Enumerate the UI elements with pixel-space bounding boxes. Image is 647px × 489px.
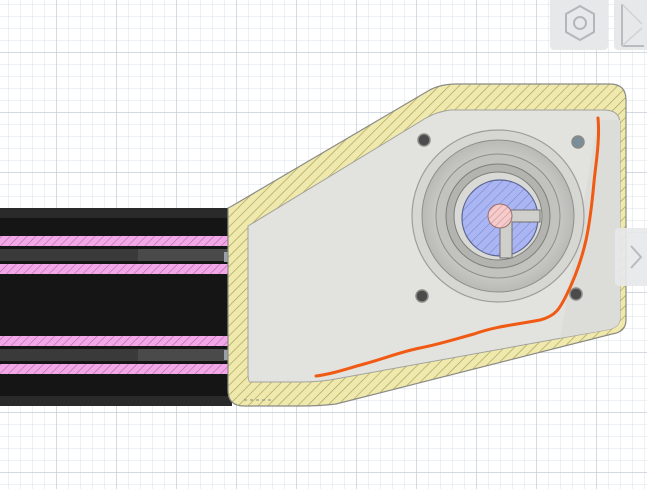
- extrusion-slot-lower-a: [0, 336, 232, 346]
- corner-bracket-icon: [621, 3, 644, 47]
- hexagon-cube-icon: [565, 4, 595, 42]
- aluminium-extrusion[interactable]: [0, 208, 232, 406]
- next-view-button[interactable]: [615, 228, 647, 286]
- chevron-right-icon: [630, 245, 643, 269]
- mount-hole-bottom-right: [569, 287, 583, 301]
- mount-hole-bottom-left: [415, 289, 429, 303]
- mount-hole-top-left: [417, 133, 431, 147]
- mount-hole-top-right: [571, 135, 585, 149]
- extrusion-slot-upper-b: [0, 264, 232, 274]
- shaft-core: [487, 203, 513, 229]
- annotation-stroke: [314, 116, 601, 378]
- viewcube-button[interactable]: [550, 0, 608, 50]
- extrusion-slot-upper-a: [0, 236, 232, 246]
- corner-view-button[interactable]: [614, 0, 647, 50]
- extrusion-slot-lower-b: [0, 364, 232, 374]
- shaft-section[interactable]: [461, 179, 541, 259]
